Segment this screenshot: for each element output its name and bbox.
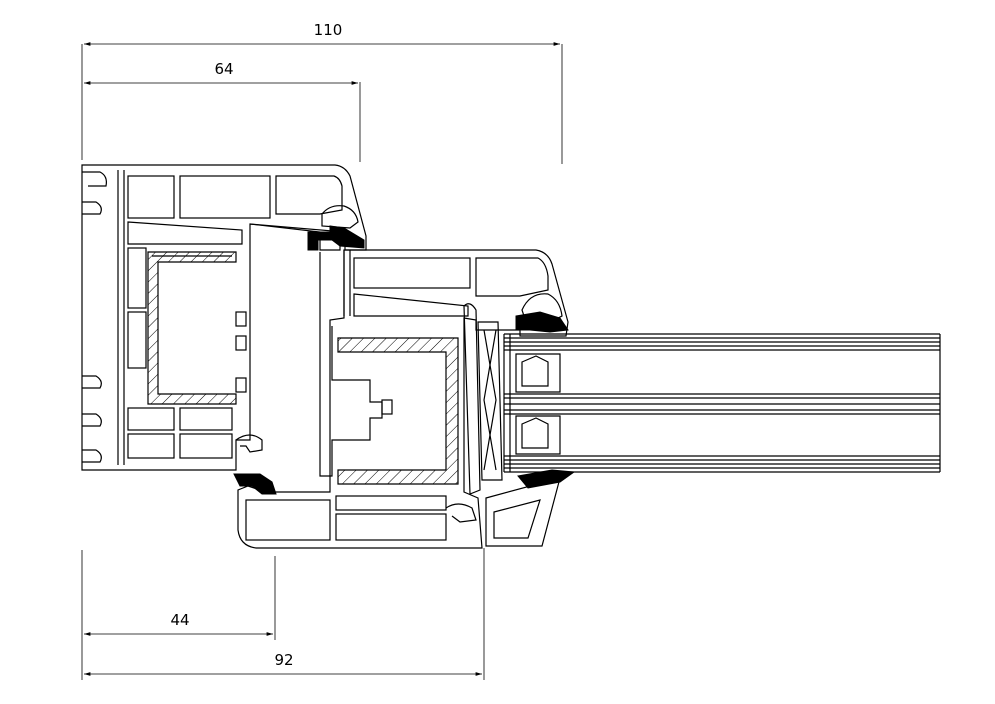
dimension-label-overall-bottom: 92	[274, 651, 293, 669]
frame-profile	[81, 164, 367, 471]
dimension-label-frame-top: 64	[214, 60, 233, 78]
sash-profile	[233, 249, 576, 549]
glazing-unit	[463, 303, 941, 495]
dimension-overall-bottom: 92	[84, 548, 485, 680]
dimension-overall-top: 110	[81, 21, 563, 164]
dimension-label-frame-bottom: 44	[170, 611, 189, 629]
dimension-frame-top: 64	[84, 60, 361, 162]
dimension-label-overall-top: 110	[314, 21, 343, 39]
dimension-frame-bottom: 44	[81, 550, 276, 680]
